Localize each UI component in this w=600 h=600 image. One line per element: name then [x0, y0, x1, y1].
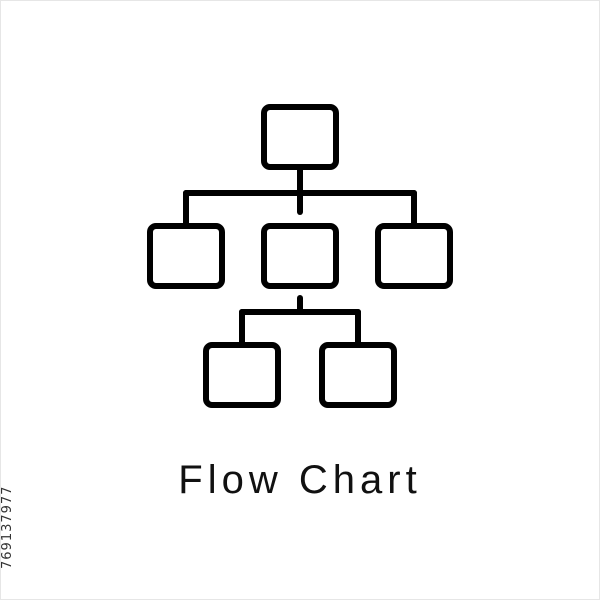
level2-node-right — [319, 342, 397, 408]
top-node — [261, 104, 339, 170]
stock-id-text: 769137977 — [0, 485, 15, 569]
level1-node-left — [147, 223, 225, 289]
level1-node-right — [375, 223, 453, 289]
caption-text: Flow Chart — [178, 458, 422, 502]
level2-node-left — [203, 342, 281, 408]
level1-node-center — [261, 223, 339, 289]
